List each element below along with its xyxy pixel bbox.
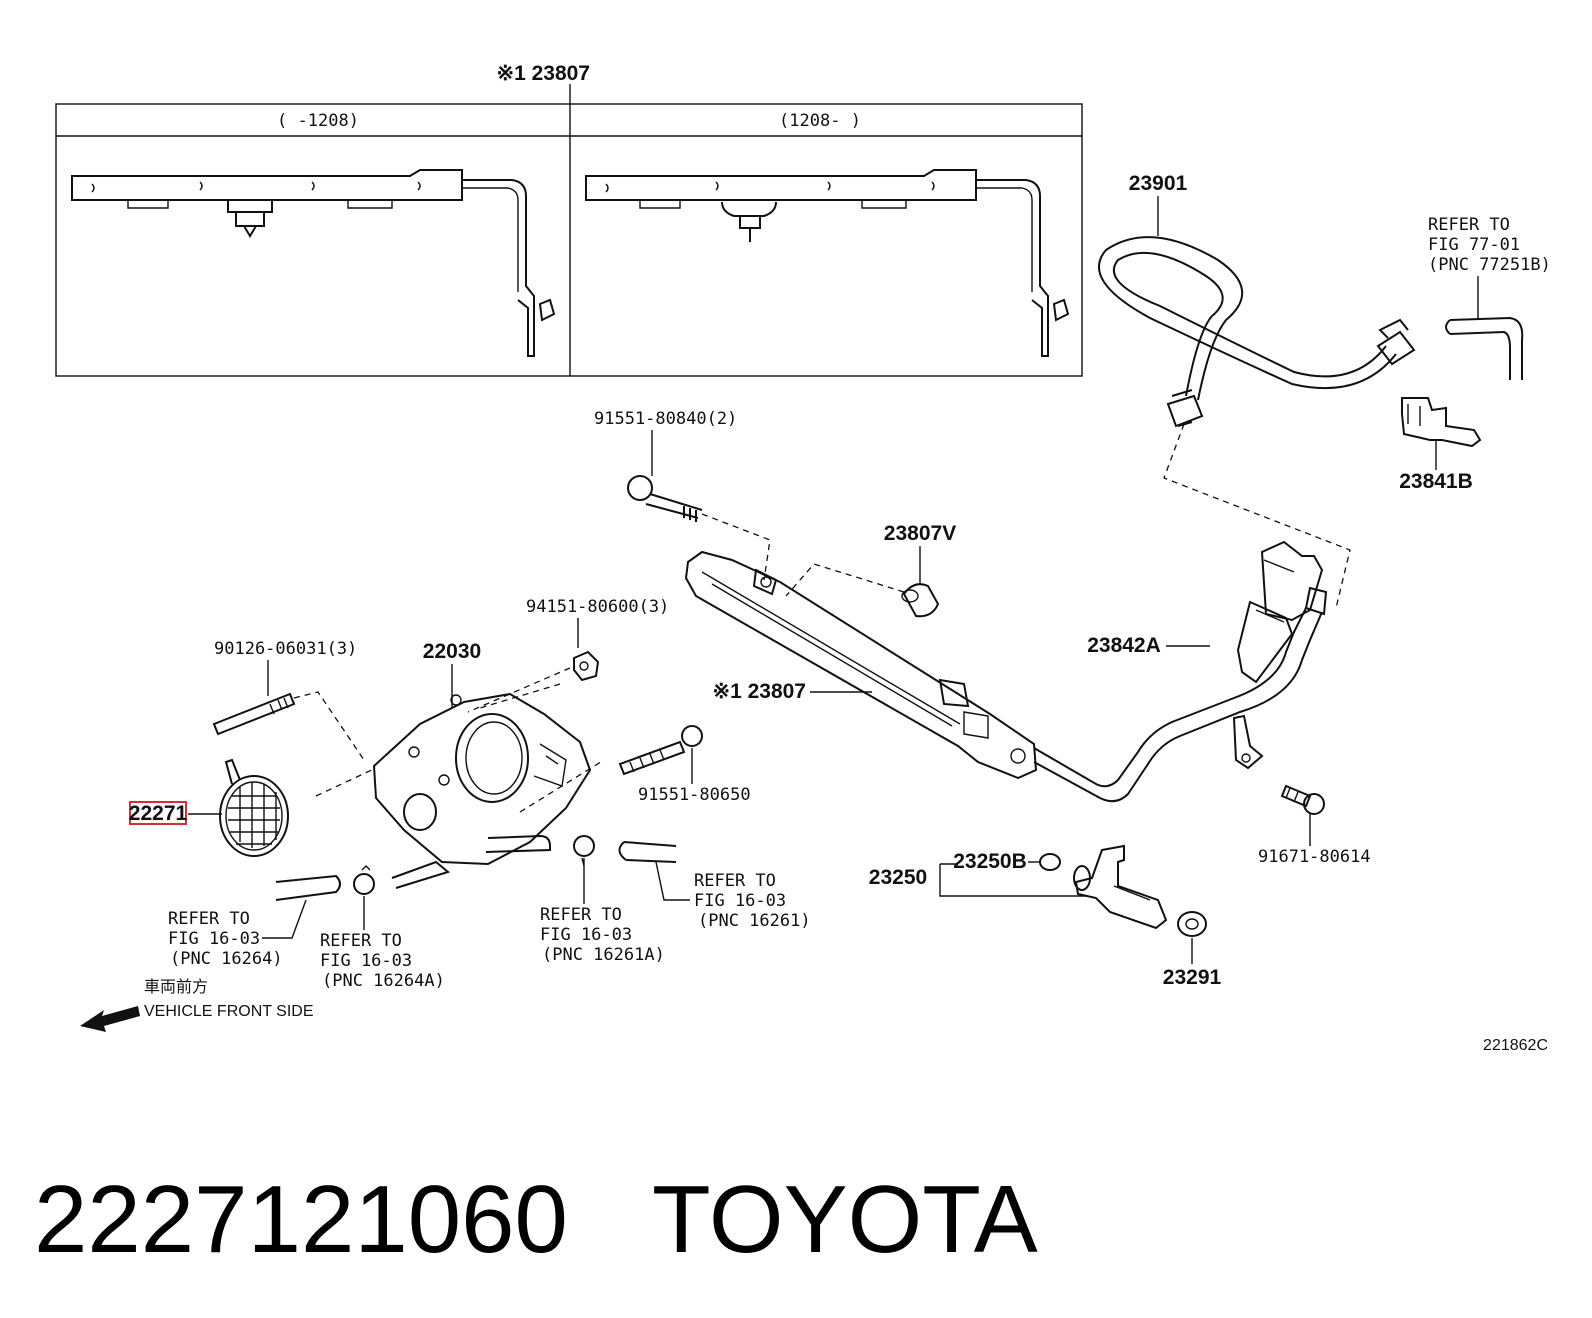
refer-16264[interactable]: REFER TO FIG 16-03 (PNC 16264) — [168, 909, 283, 969]
insulator-23807v[interactable] — [901, 583, 940, 618]
hose-16261-drawing — [618, 841, 677, 863]
fuel-hose-23901[interactable] — [1097, 236, 1416, 428]
refer-77-line3: (PNC 77251B) — [1428, 255, 1551, 275]
callout-23901[interactable]: 23901 — [1129, 172, 1188, 195]
caption-part-number: 2227121060 — [34, 1166, 568, 1273]
callout-23250b[interactable]: 23250B — [953, 850, 1027, 873]
callout-22271[interactable]: 22271 — [129, 802, 188, 825]
fuel-rail-23807[interactable] — [684, 550, 1328, 803]
refer-77-line1: REFER TO — [1428, 215, 1510, 235]
refer-16261-line3: (PNC 16261) — [698, 911, 811, 931]
refer-16261a[interactable]: REFER TO FIG 16-03 (PNC 16261A) — [540, 905, 665, 965]
stud-90126-06031[interactable] — [212, 692, 296, 736]
refer-16264-line1: REFER TO — [168, 909, 250, 929]
refer-16264a[interactable]: REFER TO FIG 16-03 (PNC 16264A) — [320, 931, 445, 991]
dash-insulator — [785, 563, 905, 597]
gasket-22271[interactable] — [219, 758, 289, 857]
refer-16261a-line3: (PNC 16261A) — [542, 945, 665, 965]
refer-16261[interactable]: REFER TO FIG 16-03 (PNC 16261) — [694, 871, 811, 931]
callout-91551-80840[interactable]: 91551-80840(2) — [594, 409, 737, 429]
refer-77-line2: FIG 77-01 — [1428, 235, 1520, 255]
inset-left-header: ( -1208) — [277, 111, 359, 131]
refer-16264a-line2: FIG 16-03 — [320, 951, 412, 971]
leader-23250 — [939, 863, 1088, 897]
injector-23250[interactable] — [1073, 844, 1168, 930]
insulator-23291[interactable] — [1177, 911, 1207, 937]
clip-23841b[interactable] — [1401, 397, 1482, 448]
refer-77-01[interactable]: REFER TO FIG 77-01 (PNC 77251B) — [1428, 215, 1551, 275]
refer-16261-line2: FIG 16-03 — [694, 891, 786, 911]
callout-23841b[interactable]: 23841B — [1399, 470, 1473, 493]
dash-stud — [293, 691, 377, 797]
nut-94151-80600[interactable] — [573, 650, 600, 682]
callout-94151-80600[interactable]: 94151-80600(3) — [526, 597, 669, 617]
refer-16261a-line1: REFER TO — [540, 905, 622, 925]
highlight-box-22271 — [129, 801, 187, 825]
figure-code: 221862C — [1483, 1037, 1548, 1054]
callout-23807v[interactable]: 23807V — [884, 522, 956, 545]
refer-16264a-line1: REFER TO — [320, 931, 402, 951]
bolt-91671-80614[interactable] — [1280, 784, 1325, 815]
hose-16264-drawing — [275, 874, 341, 901]
caption-brand: TOYOTA — [652, 1166, 1038, 1273]
inset-callout-label[interactable]: ※1 23807 — [496, 62, 590, 85]
bracket-23842a[interactable] — [1236, 540, 1324, 684]
fuel-rail-late-drawing — [585, 169, 1070, 357]
callout-23807[interactable]: ※1 23807 — [712, 680, 806, 703]
callout-90126-06031[interactable]: 90126-06031(3) — [214, 639, 357, 659]
callout-23842a[interactable]: 23842A — [1087, 634, 1161, 657]
direction-label-en: VEHICLE FRONT SIDE — [144, 1003, 314, 1020]
callout-91671-80614[interactable]: 91671-80614 — [1258, 847, 1371, 867]
bolt-91551-80650[interactable] — [618, 725, 703, 776]
refer-16264-line2: FIG 16-03 — [168, 929, 260, 949]
refer-16264-line3: (PNC 16264) — [170, 949, 283, 969]
bolt-91551-80840[interactable] — [627, 475, 703, 522]
dash-nut — [467, 667, 571, 713]
refer-16261-line1: REFER TO — [694, 871, 776, 891]
refer-16261a-line2: FIG 16-03 — [540, 925, 632, 945]
inset-frame — [55, 103, 1083, 377]
fuel-rail-early-drawing — [71, 169, 556, 357]
inset-panel: ※1 23807 ( -1208) (1208- ) — [55, 62, 1083, 377]
dash-throttle-bolt — [519, 759, 605, 813]
callout-91551-80650[interactable]: 91551-80650 — [638, 785, 751, 805]
leader-16264 — [262, 899, 307, 939]
dash-hose-to-rail — [1163, 423, 1351, 609]
front-arrow-icon — [80, 1006, 140, 1032]
refer-16264a-line3: (PNC 16264A) — [322, 971, 445, 991]
callout-23250[interactable]: 23250 — [869, 866, 927, 889]
dash-bolt-to-rail — [701, 513, 771, 581]
callout-23291[interactable]: 23291 — [1163, 966, 1222, 989]
clamp-16264a-drawing — [353, 865, 375, 895]
return-pipe-drawing — [1445, 316, 1524, 380]
oring-23250b[interactable] — [1039, 853, 1061, 871]
inset-right-header: (1208- ) — [779, 111, 861, 131]
direction-label-jp: 車両前方 — [144, 978, 208, 996]
leader-16261 — [655, 861, 690, 901]
callout-22030[interactable]: 22030 — [423, 640, 481, 663]
throttle-body-22030[interactable] — [372, 692, 592, 889]
